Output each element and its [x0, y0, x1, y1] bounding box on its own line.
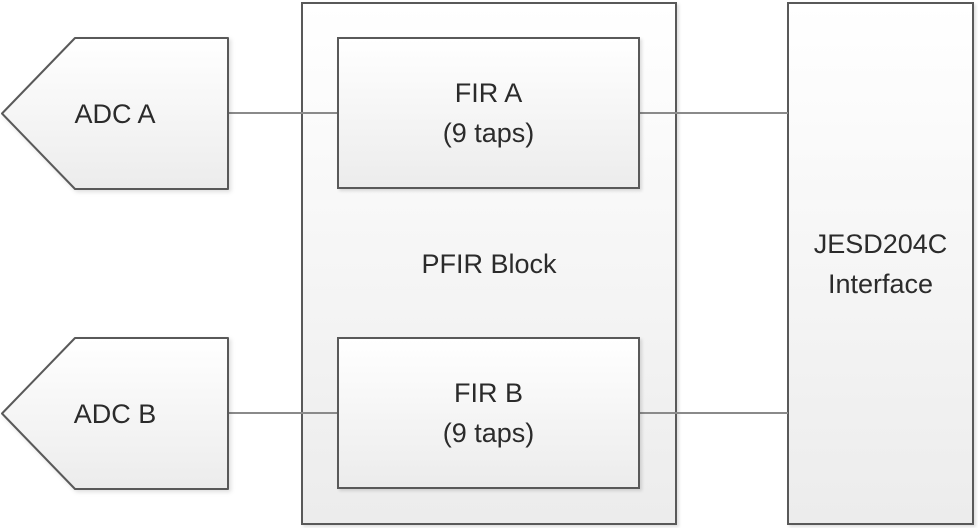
adc-a-pentagon — [1, 37, 229, 190]
adc-b-arrow-shape — [1, 337, 229, 490]
adc-b-pentagon — [1, 337, 229, 490]
adc-a-arrow-shape — [1, 37, 229, 190]
connector-adc-a-to-fir-a — [227, 112, 338, 114]
fir-a-block — [337, 37, 640, 189]
jesd204c-interface-block — [787, 2, 974, 525]
connector-adc-b-to-fir-b — [227, 412, 338, 414]
connector-fir-b-to-jesd — [639, 412, 788, 414]
fir-b-block — [337, 337, 640, 489]
connector-fir-a-to-jesd — [639, 112, 788, 114]
